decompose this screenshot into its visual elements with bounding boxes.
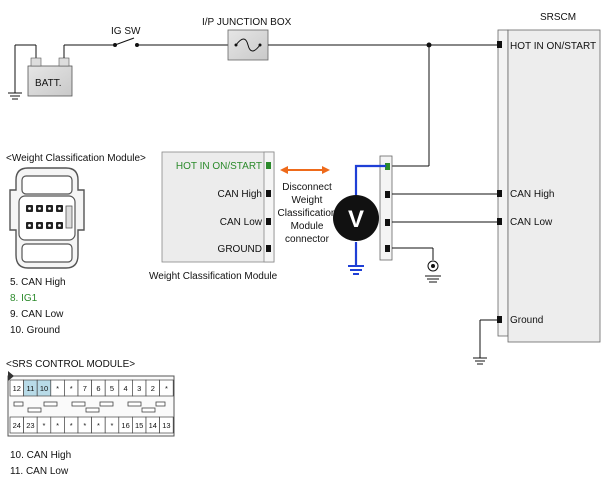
ig-switch-label: IG SW [111,26,141,37]
pin-number: * [70,421,73,430]
battery-label: BATT. [35,78,61,89]
pin-number: 16 [121,421,129,430]
pin-number: * [43,421,46,430]
pin-number: 7 [83,384,87,393]
disconnect-line-5: connector [285,234,330,245]
srscm-body [507,29,601,343]
pin-number: * [111,421,114,430]
ig-switch: IG SW [111,26,141,47]
pin-number: * [56,421,59,430]
disconnect-line-1: Disconnect [282,182,332,193]
pin-number: 10 [40,384,48,393]
voltmeter-label: V [348,206,364,233]
pin-number: 24 [13,421,21,430]
harness-connector [379,155,497,283]
wcm-legend-item: 10. Ground [10,325,60,336]
wcm-pin-can-high: CAN High [218,189,262,200]
pin-number: 3 [137,384,141,393]
pin-number: 13 [162,421,170,430]
battery: BATT. [27,57,73,97]
srs-legend: 10. CAN High 11. CAN Low [10,450,71,477]
disconnect-line-2: Weight [292,195,323,206]
pin-number: 14 [149,421,157,430]
pin-number: 6 [96,384,100,393]
arrow-left-icon [280,166,288,174]
srscm-connector [497,29,509,337]
wcm-pin-ground: GROUND [218,244,262,255]
srs-section-title: <SRS CONTROL MODULE> [6,359,135,370]
pin-number: * [97,421,100,430]
srscm-pin-can-high: CAN High [510,189,554,200]
ip-junction-box-label: I/P JUNCTION BOX [202,17,292,28]
srscm-pin-can-low: CAN Low [510,217,553,228]
wcm-connector-face: <Weight Classification Module> [6,153,146,269]
pin-number: * [83,421,86,430]
arrow-right-icon [322,166,330,174]
pin-number: 12 [13,384,21,393]
fuse-icon [235,38,261,52]
pin-cell [159,416,174,434]
disconnect-line-4: Module [291,221,324,232]
disconnect-note: Disconnect Weight Classification Module … [278,166,337,245]
disconnect-line-3: Classification [278,208,337,219]
pin-cell [159,379,174,397]
wcm-box: HOT IN ON/START CAN High CAN Low GROUND … [149,151,278,282]
wcm-legend: 5. CAN High 8. IG1 9. CAN Low 10. Ground [10,277,66,336]
srs-bottom-row: 24 23 * * * * * * 16 15 14 13 [9,416,174,434]
pin-number: * [56,384,59,393]
srscm-pin-hot: HOT IN ON/START [510,41,596,52]
wcm-section-title: <Weight Classification Module> [6,153,146,164]
pin-number: * [165,384,168,393]
ip-junction-box: I/P JUNCTION BOX [202,17,292,61]
srscm-pin-ground: Ground [510,315,543,326]
wcm-box-label: Weight Classification Module [149,271,278,282]
power-circuit: BATT. IG SW I/P JUNCTION BOX [8,17,497,167]
srs-latch-row [13,401,166,413]
srscm-title: SRSCM [540,12,576,23]
wcm-legend-item: 9. CAN Low [10,309,64,320]
wcm-pin-can-low: CAN Low [220,217,263,228]
wcm-legend-item: 8. IG1 [10,293,38,304]
wcm-legend-item: 5. CAN High [10,277,66,288]
wcm-pin-hot: HOT IN ON/START [176,161,262,172]
pin-number: 15 [135,421,143,430]
voltmeter-icon [333,195,379,241]
pin-number: 2 [151,384,155,393]
pin-number: 11 [27,384,35,393]
pin-number: 5 [110,384,114,393]
srs-legend-item: 10. CAN High [10,450,71,461]
pin-number: 4 [124,384,128,393]
pin-number: * [70,384,73,393]
srscm: SRSCM HOT IN ON/START CAN High CAN Low G… [473,12,601,365]
srs-legend-item: 11. CAN Low [10,466,69,477]
pin-number: 23 [26,421,34,430]
voltmeter: V [333,164,386,275]
